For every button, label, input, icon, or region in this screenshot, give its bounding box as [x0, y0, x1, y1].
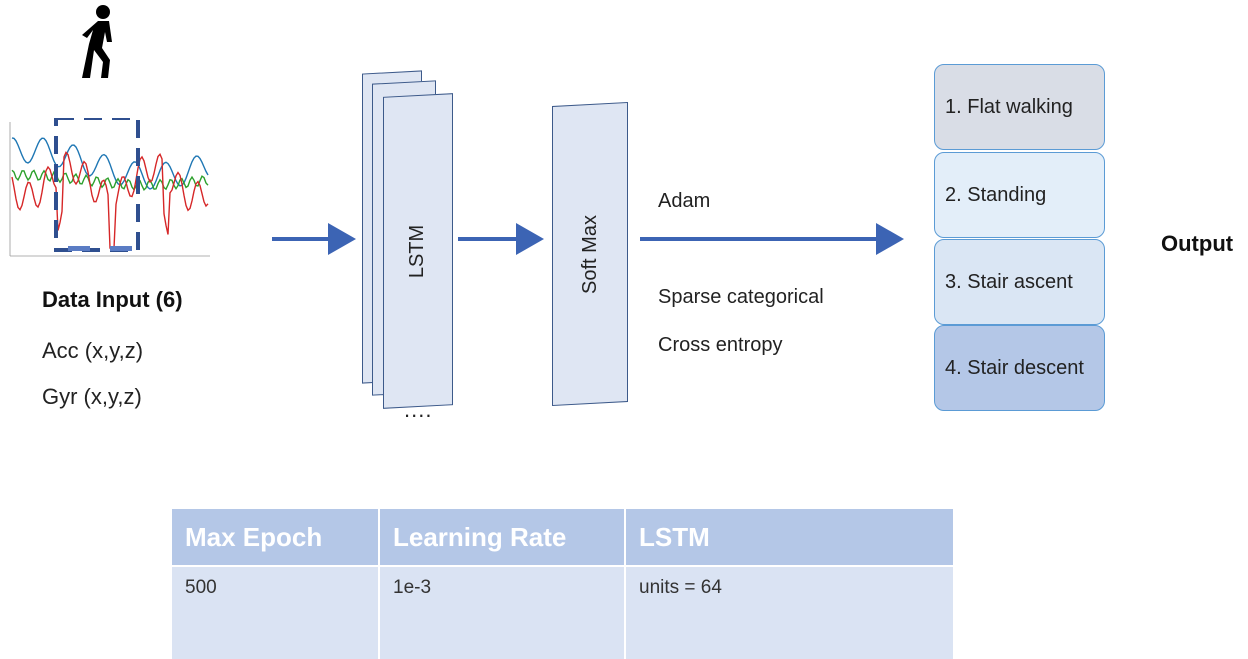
output-class-stair-ascent: 3. Stair ascent	[934, 239, 1105, 325]
table-cell-lstm-units: units = 64	[625, 565, 953, 659]
hyperparameter-table: Max Epoch Learning Rate LSTM 500 1e-3 un…	[172, 509, 953, 659]
table-row: 500 1e-3 units = 64	[172, 565, 953, 659]
signal-trace	[11, 169, 209, 191]
sensor-signal-plot	[4, 118, 212, 264]
output-class-flat-walking: 1. Flat walking	[934, 64, 1105, 150]
softmax-label: Soft Max	[578, 214, 601, 294]
table-header-learning-rate: Learning Rate	[379, 509, 626, 566]
lstm-more-dots: ....	[404, 397, 433, 422]
walking-person-icon	[82, 5, 112, 78]
gyr-label: Gyr (x,y,z)	[42, 384, 142, 409]
table-header-max-epoch: Max Epoch	[172, 509, 380, 566]
window-selection-box	[54, 118, 140, 252]
output-title: Output	[1161, 231, 1234, 256]
window-marker	[68, 246, 90, 251]
acc-label: Acc (x,y,z)	[42, 338, 144, 363]
table-cell-max-epoch: 500	[172, 565, 380, 659]
table-header-lstm: LSTM	[625, 509, 953, 566]
window-marker	[110, 246, 132, 251]
loss-label-line2: Cross entropy	[658, 334, 783, 356]
table-cell-learning-rate: 1e-3	[379, 565, 626, 659]
output-class-standing: 2. Standing	[934, 152, 1105, 238]
lstm-label: LSTM	[406, 224, 429, 278]
data-input-title: Data Input (6)	[42, 287, 183, 312]
optimizer-label: Adam	[658, 190, 711, 212]
output-class-stair-descent: 4. Stair descent	[934, 325, 1105, 411]
table-header-row: Max Epoch Learning Rate LSTM	[172, 509, 953, 566]
loss-label-line1: Sparse categorical	[658, 286, 824, 308]
